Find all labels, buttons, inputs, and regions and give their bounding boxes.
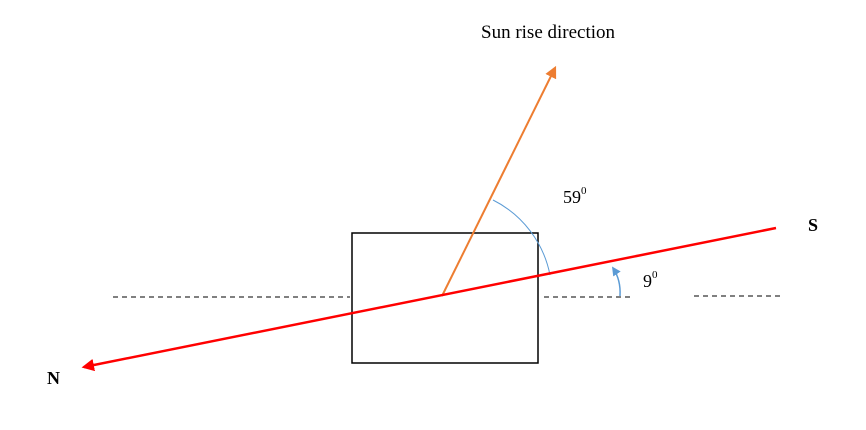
sunrise-arrow <box>441 65 557 297</box>
south-label: S <box>808 215 818 235</box>
north-south-axis <box>81 226 777 372</box>
sunrise-angle-degree: 0 <box>581 185 587 197</box>
tilt-angle-degree: 0 <box>652 269 658 281</box>
building-footprint <box>351 232 539 364</box>
sunrise-angle-label: 590 <box>563 185 587 207</box>
tilt-angle-arc <box>612 266 621 297</box>
sunrise-angle-arc <box>492 199 551 276</box>
sunrise-label: Sun rise direction <box>481 22 616 43</box>
sunrise-angle-value: 59 <box>563 187 581 207</box>
tilt-angle-value: 9 <box>643 271 652 291</box>
tilt-angle-label: 90 <box>643 269 658 291</box>
north-label: N <box>47 368 60 388</box>
